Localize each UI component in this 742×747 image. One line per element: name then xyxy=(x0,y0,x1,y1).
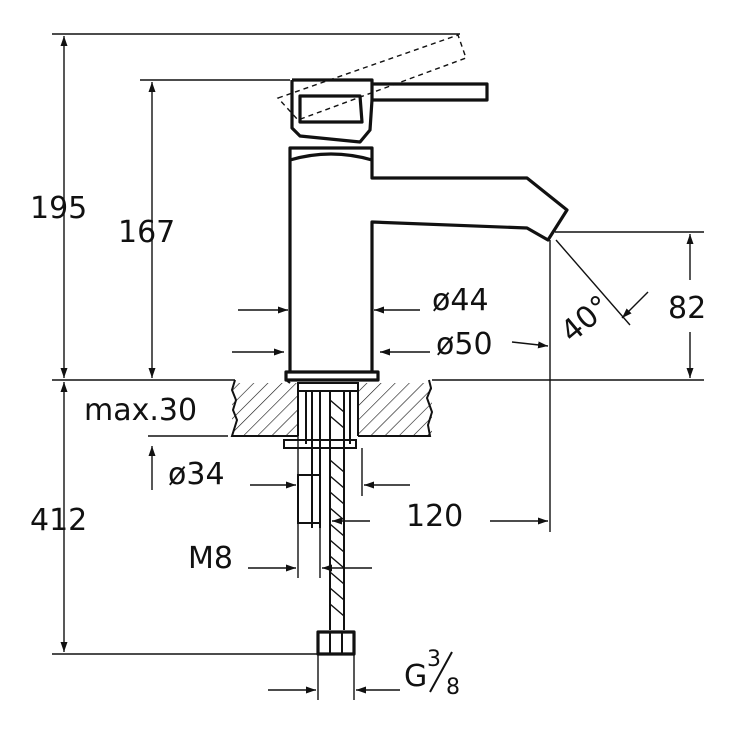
dim-spout-reach: 120 xyxy=(406,499,463,534)
dim-thread: M8 xyxy=(188,541,233,576)
dim-connection-base: G xyxy=(404,659,427,694)
dim-connection: G 3 8 xyxy=(404,647,460,700)
extension-lines xyxy=(52,33,704,700)
dimension-labels: 195 167 ø44 ø50 40° 82 max.30 ø34 412 12… xyxy=(30,191,706,700)
dim-body-diameter-top: ø44 xyxy=(432,283,489,318)
dim-outlet-height: 82 xyxy=(668,291,706,326)
faucet-lever xyxy=(276,34,489,144)
dim-connection-denominator: 8 xyxy=(446,675,460,700)
dim-total-height: 195 xyxy=(30,191,87,226)
dim-max-thickness: max.30 xyxy=(84,393,197,428)
dim-spout-height: 167 xyxy=(118,215,175,250)
dimension-lines xyxy=(60,36,694,694)
dim-spout-angle: 40° xyxy=(554,289,617,350)
dim-hole-diameter: ø34 xyxy=(168,457,225,492)
dim-connection-numerator: 3 xyxy=(427,647,441,672)
counter-slab xyxy=(230,379,434,437)
mounting-assembly xyxy=(283,382,359,656)
faucet-body xyxy=(284,146,569,384)
dim-hose-length: 412 xyxy=(30,503,87,538)
dim-body-diameter-base: ø50 xyxy=(436,327,493,362)
